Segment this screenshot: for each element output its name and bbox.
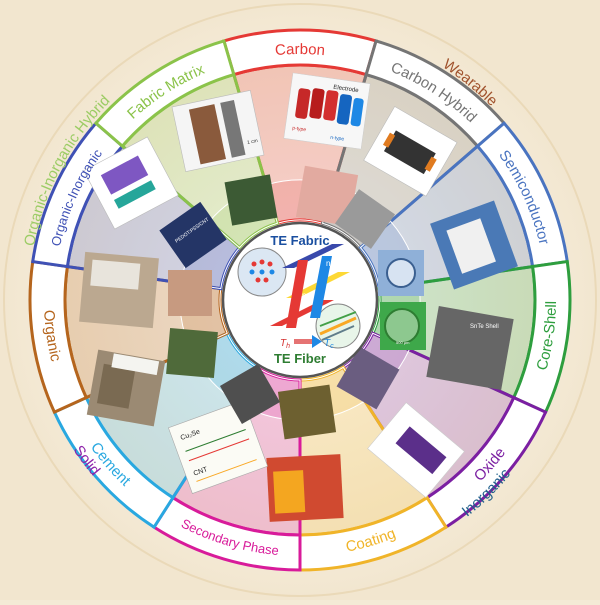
leg-n-label: n <box>326 259 330 268</box>
center-te-fabric-label: TE Fabric <box>270 233 329 248</box>
core-shell-tag: SnTe Shell <box>470 324 499 330</box>
carbon-ptype-label: p-type <box>292 125 307 133</box>
leg-p-label: p <box>302 291 307 300</box>
organic-sem-image <box>168 270 212 316</box>
outer-group-ring <box>3 3 597 597</box>
organic-inorganic-photo: PEDOT:PSS/CNT <box>159 201 227 269</box>
fabric-matrix-scale: 1 cm <box>247 138 259 146</box>
thermoelectric-legs-icon: n p <box>270 244 350 328</box>
secondary-phase-sem-image <box>219 363 281 425</box>
tc-label: Tc <box>324 338 334 350</box>
cement-sem-image <box>166 327 218 379</box>
core-shell-mesh-photo: SnTe Shell <box>426 305 514 391</box>
core-shell-scale: 500 µm <box>396 340 410 345</box>
label-band-fabric-matrix <box>93 39 236 149</box>
carbon-sem-image <box>295 165 359 227</box>
fabric-matrix-sem-image <box>224 174 278 226</box>
carbon-hybrid-sem-image <box>334 189 396 249</box>
carbon-device-photo: Electrode p-type n-type <box>283 72 371 150</box>
coating-sem-image <box>277 384 337 440</box>
organic-inorganic-schematic <box>83 136 179 230</box>
center-hub: TE Fabric TE Fiber n p Th <box>221 221 379 379</box>
fabric-matrix-photo: 1 cm <box>171 90 265 172</box>
photo-panels: Electrode p-type n-type SnTe Shell 5 <box>79 72 518 522</box>
th-label: Th <box>280 338 290 350</box>
oxide-sem-image <box>336 346 400 410</box>
secondary-phase-diagram: Cu₂Se CNT <box>168 400 268 494</box>
secondary-phase-cnt: CNT <box>193 466 210 478</box>
carbon-ntype-label: n-type <box>330 135 345 143</box>
category-label-carbon: Carbon <box>274 41 325 59</box>
carbon-hybrid-photo <box>363 106 458 197</box>
carbon-electrode-label: Electrode <box>333 85 360 95</box>
core-shell-cross-section: 500 µm <box>380 302 426 350</box>
temperature-gradient-arrow: Th Tc <box>280 335 334 350</box>
center-te-fiber-label: TE Fiber <box>274 351 326 366</box>
